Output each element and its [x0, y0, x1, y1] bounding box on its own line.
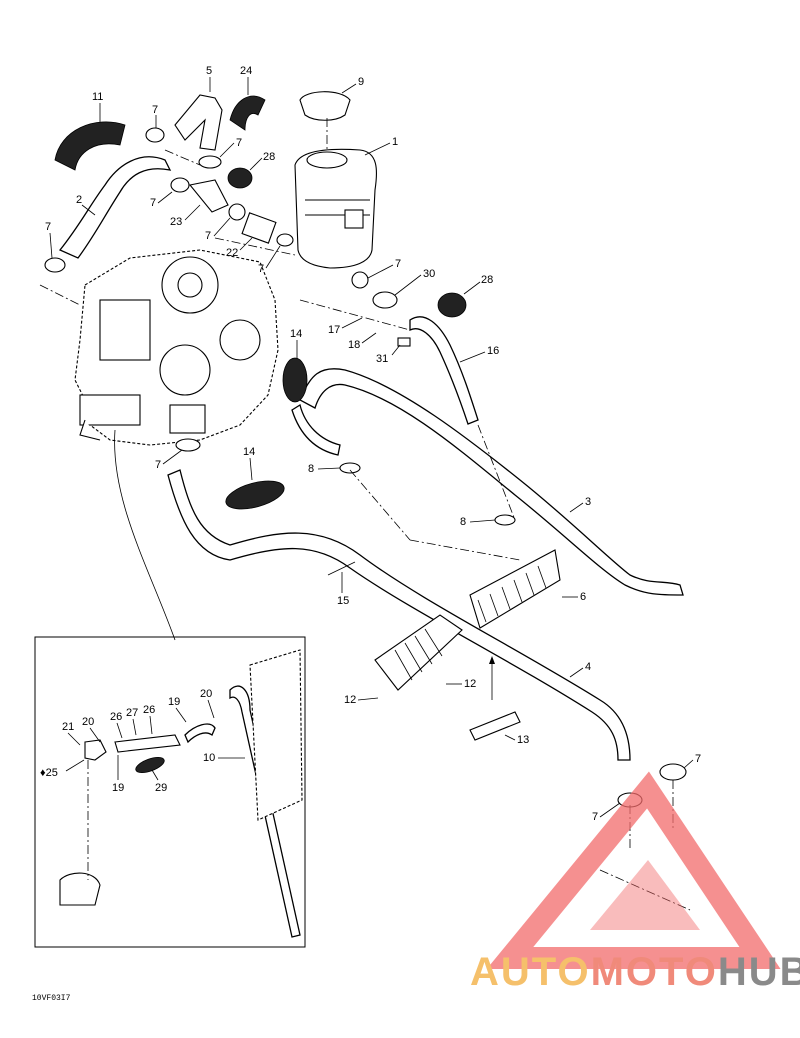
watermark-part-1: AUTO — [470, 950, 591, 994]
callout-27: 27 — [126, 707, 138, 719]
callout-11: 11 — [92, 91, 103, 103]
coupler-22 — [241, 212, 277, 244]
callout-19: 19 — [168, 696, 180, 708]
watermark-part-3: HUB — [717, 950, 800, 994]
callout-7: 7 — [236, 137, 242, 149]
coolant-tank — [294, 91, 378, 269]
tee-23 — [188, 179, 229, 213]
callout-7: 7 — [45, 221, 51, 233]
pressure-cap — [299, 91, 351, 121]
callout-12: 12 — [464, 678, 476, 690]
callout-21: 21 — [62, 721, 74, 733]
hose-24 — [229, 95, 266, 131]
callout-8: 8 — [308, 463, 314, 475]
callout-10: 10 — [203, 752, 215, 764]
watermark-logo — [486, 771, 781, 969]
corrugated-14a — [282, 357, 308, 403]
document-code: 10VF03I7 — [32, 994, 71, 1003]
diamond-icon: ♦ — [40, 767, 46, 779]
callout-30: 30 — [423, 268, 435, 280]
callout-labels: 1 2 3 4 5 6 7 7 7 7 7 7 7 7 7 7 — [40, 65, 701, 823]
callout-14: 14 — [290, 328, 302, 340]
callout-6: 6 — [580, 591, 586, 603]
heat-exchangers — [374, 549, 561, 741]
callout-7: 7 — [205, 230, 211, 242]
hose-16 — [409, 316, 479, 425]
hose-4 — [167, 469, 631, 761]
shim-13 — [469, 711, 521, 741]
callout-19: 19 — [112, 782, 124, 794]
watermark-part-2: MOTO — [590, 950, 718, 994]
callout-7: 7 — [695, 753, 701, 765]
callout-7: 7 — [592, 811, 598, 823]
callout-17: 17 — [328, 324, 340, 336]
corrugated-29 — [135, 756, 165, 774]
callout-15: 15 — [337, 595, 349, 607]
hose-3 — [299, 368, 684, 596]
watermark-text: AUTOMOTOHUB — [470, 950, 800, 995]
hose-2 — [58, 156, 172, 259]
hose-11 — [54, 121, 126, 171]
callout-20: 20 — [200, 688, 212, 700]
callout-23: 23 — [170, 216, 182, 228]
engine-block — [74, 249, 279, 446]
callout-13: 13 — [517, 734, 529, 746]
corrugated-14b — [225, 480, 285, 510]
grommet-28a — [227, 167, 253, 189]
callout-9: 9 — [358, 76, 364, 88]
callout-26: 26 — [143, 704, 155, 716]
grommet-28b — [437, 292, 467, 318]
callout-4: 4 — [585, 661, 591, 673]
callout-14: 14 — [243, 446, 255, 458]
callout-7: 7 — [152, 104, 158, 116]
callout-2: 2 — [76, 194, 82, 206]
callout-20: 20 — [82, 716, 94, 728]
callout-3: 3 — [585, 496, 591, 508]
callout-7: 7 — [155, 459, 161, 471]
callout-28: 28 — [263, 151, 275, 163]
callout-8: 8 — [460, 516, 466, 528]
callout-26: 26 — [110, 711, 122, 723]
callout-25: ♦25 — [40, 767, 58, 779]
spring-15 — [327, 561, 356, 576]
radiator-lower — [374, 614, 463, 691]
callout-5: 5 — [206, 65, 212, 77]
callout-18: 18 — [348, 339, 360, 351]
callout-22: 22 — [226, 247, 238, 259]
callout-29: 29 — [155, 782, 167, 794]
callout-16: 16 — [487, 345, 499, 357]
callout-28: 28 — [481, 274, 493, 286]
detail-inset — [34, 636, 306, 948]
callout-7: 7 — [150, 197, 156, 209]
callout-7: 7 — [258, 263, 264, 275]
elbow-5 — [174, 94, 223, 151]
callout-7: 7 — [395, 258, 401, 270]
radiator-6 — [469, 549, 561, 629]
callout-1: 1 — [392, 136, 398, 148]
assembly-lines — [39, 118, 691, 911]
callout-31: 31 — [376, 353, 388, 365]
callout-24: 24 — [240, 65, 252, 77]
callout-12: 12 — [344, 694, 356, 706]
